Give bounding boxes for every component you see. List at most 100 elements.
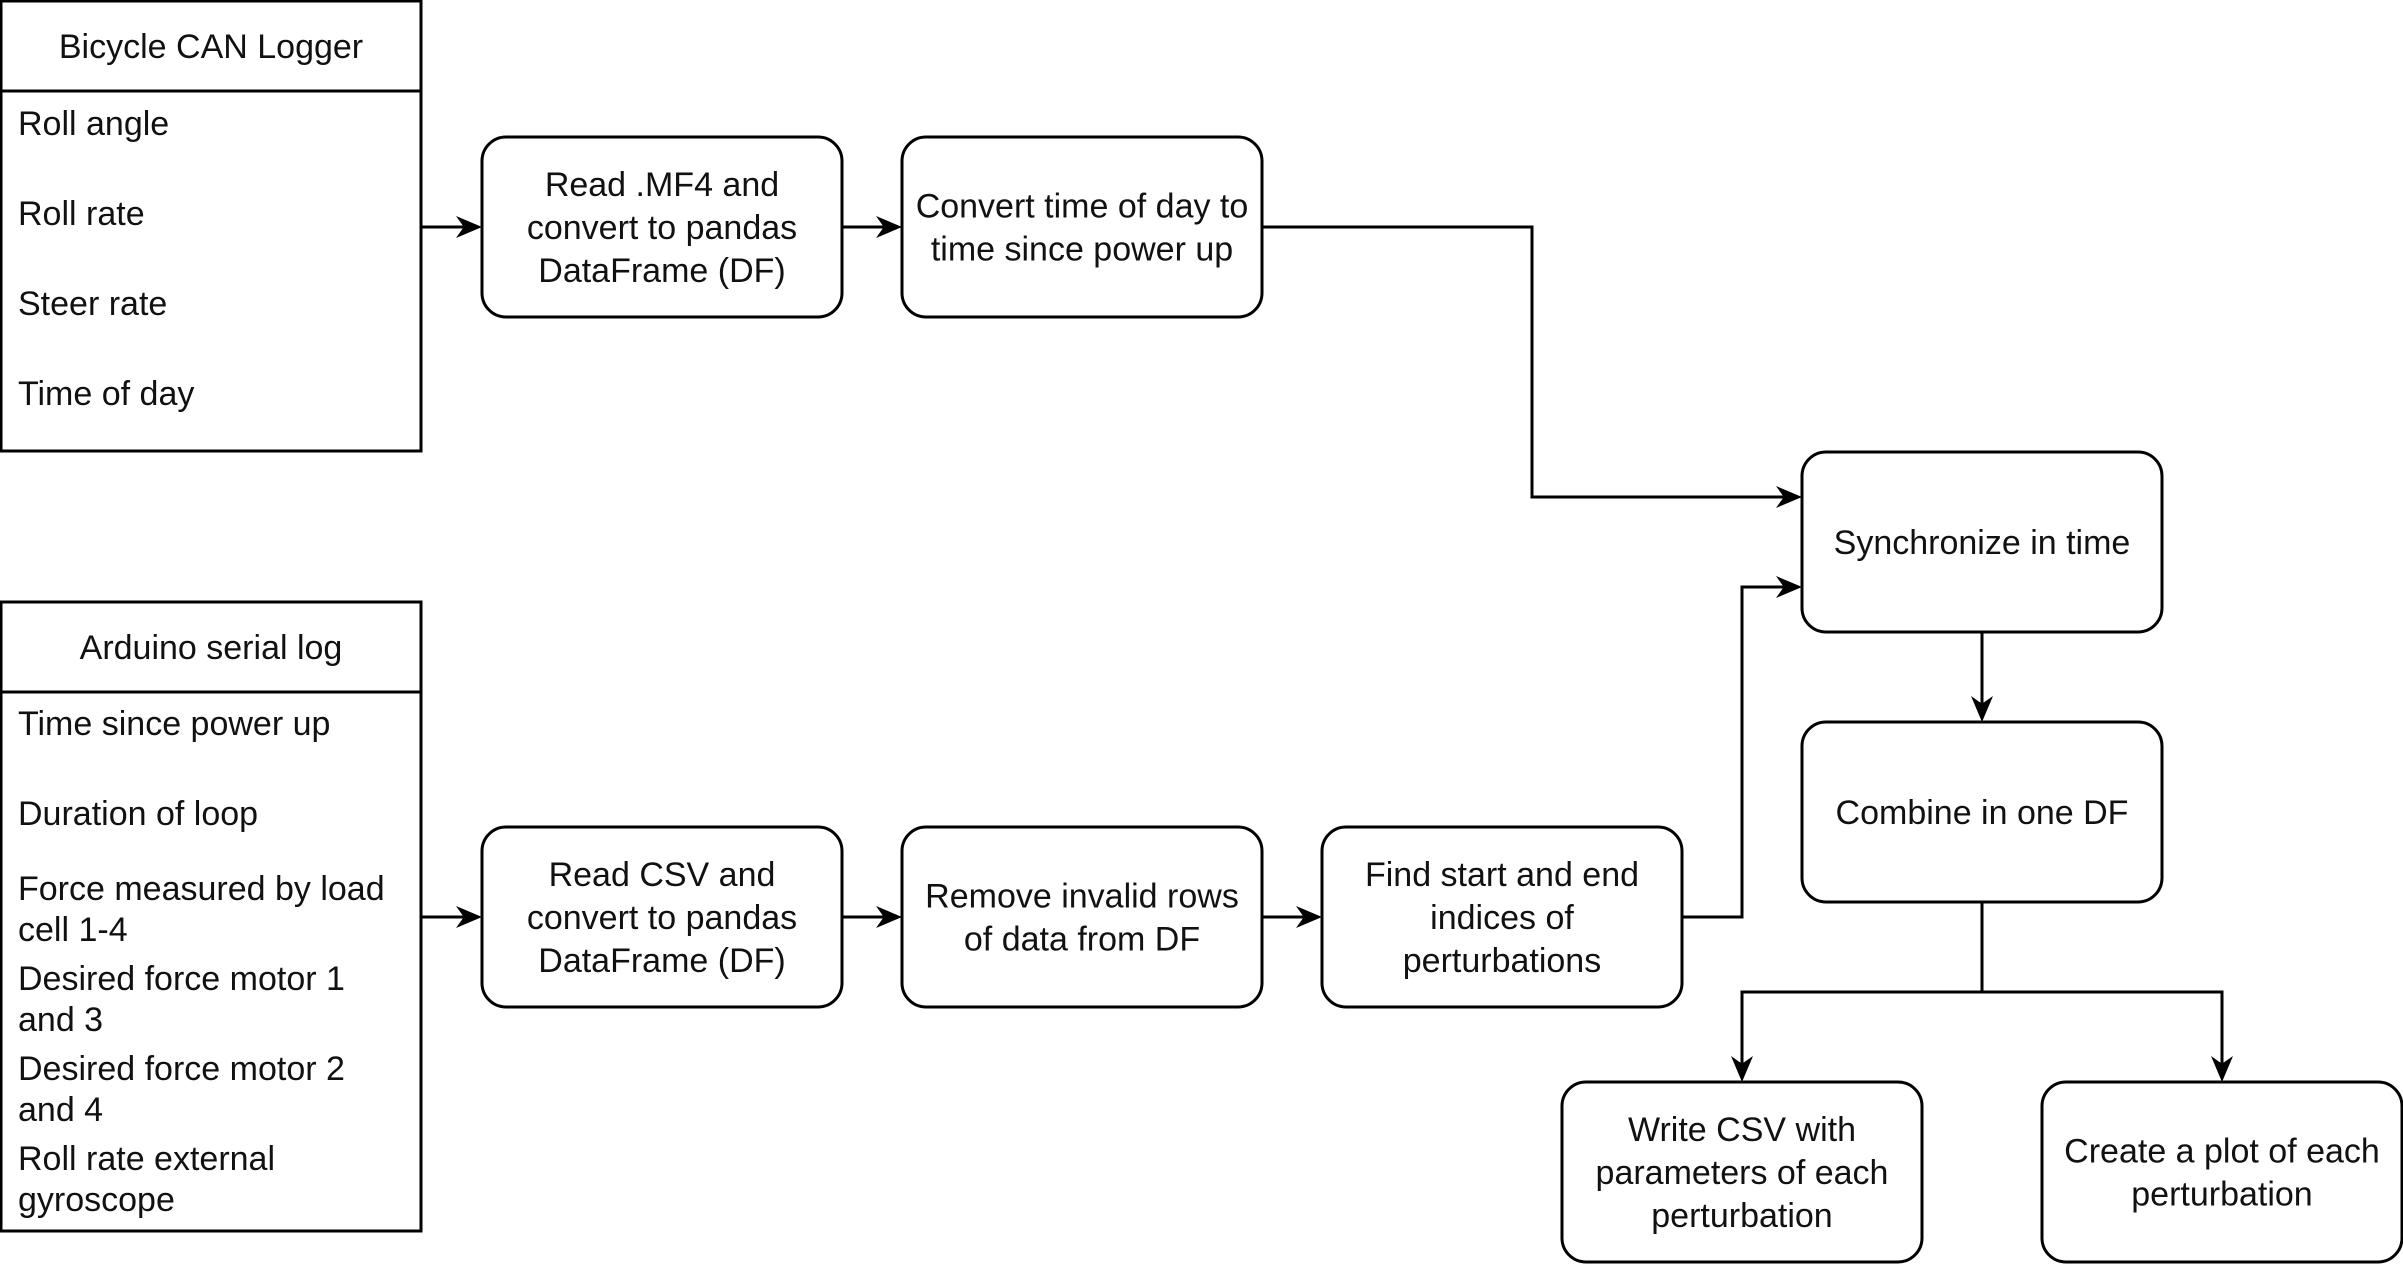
edge-can-to-read-mf4: [421, 216, 482, 238]
node-label: Remove invalid rows of data from DF: [925, 878, 1239, 959]
node-combine: Combine in one DF: [1800, 720, 2164, 904]
table-row-line: Time since power up: [18, 705, 330, 743]
arrowhead: [876, 906, 902, 928]
table-row-line: gyroscope: [18, 1181, 175, 1219]
table-row-line: cell 1-4: [18, 911, 128, 949]
node-box: [1800, 450, 2164, 634]
node-label-line: convert to pandas: [527, 899, 797, 937]
edge-combine-to-create-plot: [1980, 902, 2233, 1082]
arrowhead: [1731, 1056, 1753, 1082]
node-label-line: parameters of each: [1596, 1154, 1889, 1192]
node-label-line: Read .MF4 and: [545, 166, 779, 204]
node-label: Create a plot of each perturbation: [2064, 1133, 2380, 1214]
table-row-line: Duration of loop: [18, 795, 258, 833]
node-label-line: indices of: [1430, 899, 1574, 937]
edge-find-indices-to-synchronize: [1682, 576, 1802, 919]
node-label-line: DataFrame (DF): [538, 252, 785, 290]
node-box: [480, 825, 844, 1009]
node-box: [1560, 1080, 1924, 1264]
edge-remove-invalid-to-find-indices: [1262, 906, 1322, 928]
edge-read-mf4-to-convert-time: [842, 216, 902, 238]
edges-layer: [421, 216, 2233, 1082]
node-write-csv: Write CSV with parameters of each perturba…: [1560, 1080, 1924, 1264]
arrowhead: [1296, 906, 1322, 928]
edge-line: [1740, 902, 1984, 1064]
node-label-line: perturbation: [1651, 1197, 1832, 1235]
table-row-line: Roll rate external: [18, 1140, 275, 1178]
node-create-plot: Create a plot of each perturbation: [2040, 1080, 2403, 1264]
node-label-line: convert to pandas: [527, 209, 797, 247]
edge-line: [1682, 585, 1784, 919]
table-row-line: Desired force motor 1: [18, 960, 345, 998]
node-label-line: DataFrame (DF): [538, 942, 785, 980]
arrowhead: [876, 216, 902, 238]
table-row: Roll angle: [18, 105, 169, 143]
table-frame: [0, 0, 423, 453]
node-label: Find start and end indices of perturbation…: [1365, 856, 1639, 980]
arrowhead: [1971, 696, 1993, 722]
node-label-line: Synchronize in time: [1834, 524, 2131, 562]
node-label-line: time since power up: [931, 231, 1233, 269]
node-label: Convert time of day to time since power u…: [916, 188, 1249, 269]
node-remove-invalid: Remove invalid rows of data from DF: [900, 825, 1264, 1009]
node-box: [1800, 720, 2164, 904]
node-label-line: perturbation: [2131, 1176, 2312, 1214]
node-box: [2040, 1080, 2403, 1264]
node-label-line: Read CSV and: [549, 856, 776, 894]
arrowhead: [456, 216, 482, 238]
node-label-line: Write CSV with: [1628, 1111, 1856, 1149]
node-label-line: Combine in one DF: [1836, 794, 2129, 832]
node-box: [480, 135, 844, 319]
node-label-line: Create a plot of each: [2064, 1133, 2380, 1171]
edge-arduino-to-read-csv: [421, 906, 482, 928]
edge-line: [1980, 902, 2224, 1064]
node-box: [1320, 825, 1684, 1009]
node-label: Combine in one DF: [1836, 794, 2129, 832]
table-title: Arduino serial log: [80, 629, 343, 667]
node-convert-time: Convert time of day to time since power u…: [900, 135, 1264, 319]
node-box: [900, 825, 1264, 1009]
overflow-mask: [0, 1232, 423, 1266]
table-row-line: and 3: [18, 1001, 103, 1039]
table-row: Duration of loop: [18, 795, 258, 833]
table-title: Bicycle CAN Logger: [59, 28, 363, 66]
table-row-line: Roll rate: [18, 195, 145, 233]
table-row: Time since power up: [18, 705, 330, 743]
edge-convert-time-to-synchronize: [1262, 225, 1802, 508]
node-label-line: of data from DF: [964, 921, 1200, 959]
table-row-line: Force measured by load: [18, 870, 385, 908]
node-label-line: Convert time of day to: [916, 188, 1249, 226]
table-frame: [0, 600, 423, 1233]
arrowhead: [2211, 1056, 2233, 1082]
edge-read-csv-to-remove-invalid: [842, 906, 902, 928]
node-label-line: perturbations: [1403, 942, 1601, 980]
node-label: Write CSV with parameters of each perturba…: [1596, 1111, 1889, 1235]
table-row-line: and 4: [18, 1091, 103, 1129]
arrowhead: [456, 906, 482, 928]
table-row: Time of day: [18, 375, 194, 413]
node-box: [900, 135, 1264, 319]
table-row-line: Steer rate: [18, 285, 167, 323]
table-row-line: Desired force motor 2: [18, 1050, 345, 1088]
edge-synchronize-to-combine: [1971, 632, 1993, 722]
table-row: Steer rate: [18, 285, 167, 323]
table-row-line: Roll angle: [18, 105, 169, 143]
node-label-line: Find start and end: [1365, 856, 1639, 894]
node-find-indices: Find start and end indices of perturbation…: [1320, 825, 1684, 1009]
table-row: Roll rate: [18, 195, 145, 233]
node-label-line: Remove invalid rows: [925, 878, 1239, 916]
arrowhead: [1776, 576, 1802, 598]
